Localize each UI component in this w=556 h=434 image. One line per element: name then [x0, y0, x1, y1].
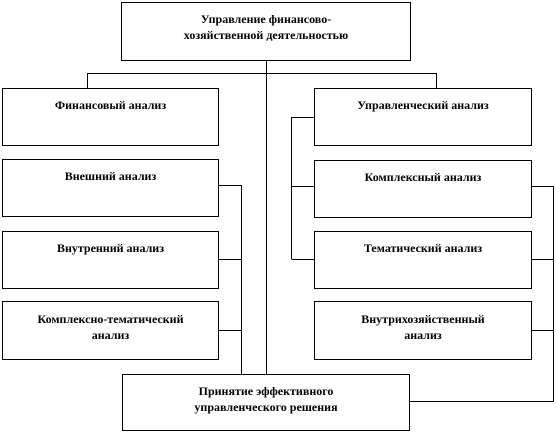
root-line2: хозяйственной деятельностью [183, 28, 349, 42]
intra-economic-analysis-box: Внутрихозяйственный анализ [314, 301, 532, 360]
complex-analysis-box: Комплексный анализ [314, 160, 532, 218]
internal-analysis-box: Внутренний анализ [2, 231, 219, 289]
root-box: Управление финансово- хозяйственной деят… [121, 2, 411, 61]
management-analysis-label: Управленческий анализ [357, 98, 489, 112]
management-analysis-box: Управленческий анализ [314, 88, 532, 146]
intra-economic-analysis-line2: анализ [404, 328, 442, 342]
thematic-analysis-label: Тематический анализ [363, 241, 483, 255]
complex-thematic-analysis-line1: Комплексно-тематический [37, 312, 184, 326]
complex-analysis-label: Комплексный анализ [364, 170, 482, 184]
complex-thematic-analysis-line2: анализ [91, 328, 130, 342]
complex-thematic-analysis-box: Комплексно-тематический анализ [2, 301, 219, 360]
external-analysis-label: Внешний анализ [64, 169, 157, 183]
financial-analysis-box: Финансовый анализ [2, 88, 219, 146]
result-line1: Принятие эффективного [198, 384, 334, 398]
thematic-analysis-box: Тематический анализ [314, 231, 532, 289]
external-analysis-box: Внешний анализ [2, 159, 219, 217]
result-line2: управленческого решения [194, 400, 338, 414]
root-line1: Управление финансово- [200, 12, 332, 26]
internal-analysis-label: Внутренний анализ [56, 241, 165, 255]
result-box: Принятие эффективного управленческого ре… [122, 374, 410, 431]
intra-economic-analysis-line1: Внутрихозяйственный [361, 312, 485, 326]
financial-analysis-label: Финансовый анализ [54, 98, 167, 112]
